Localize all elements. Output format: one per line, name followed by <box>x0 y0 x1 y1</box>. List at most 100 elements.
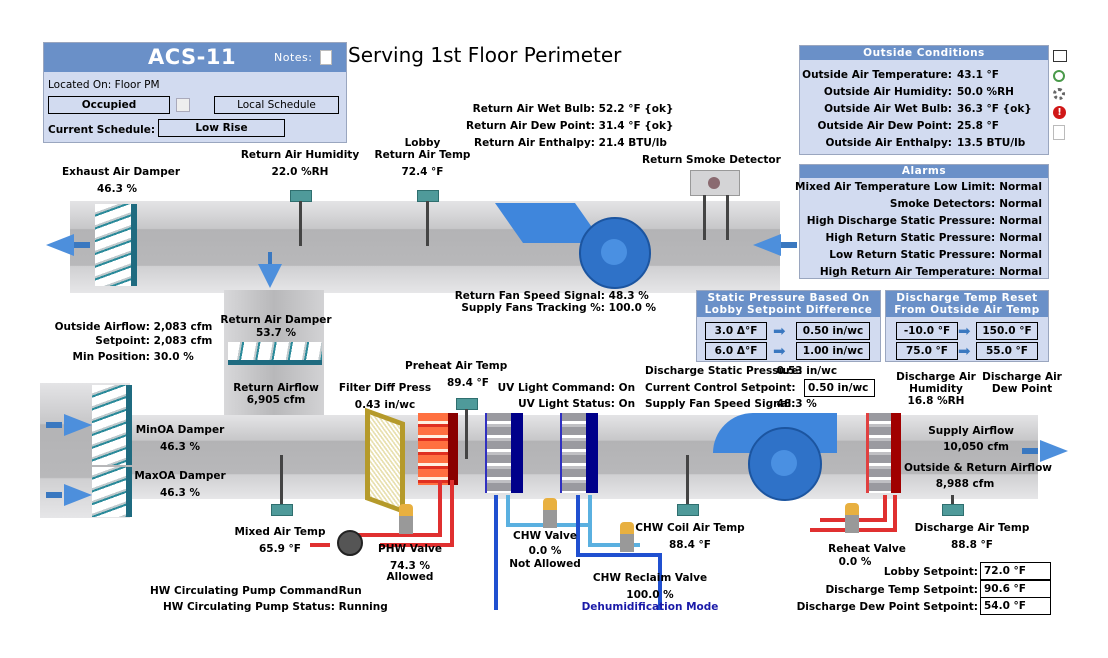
current-schedule-button[interactable]: Low Rise <box>158 119 285 137</box>
current-schedule-label: Current Schedule: <box>48 124 156 136</box>
temp-reset-to-2[interactable]: 55.0 °F <box>976 342 1038 360</box>
supply-airflow-label: Supply Airflow <box>928 425 1014 437</box>
min-position: Min Position: 30.0 % <box>72 351 194 363</box>
min-oa-damper-label: MinOA Damper <box>135 424 225 436</box>
supply-fan[interactable] <box>713 413 843 503</box>
temp-reset-title-2: From Outside Air Temp <box>894 304 1040 316</box>
return-inlet-arrow-icon <box>753 234 797 256</box>
return-wet-bulb: Return Air Wet Bulb: 52.2 °F {ok} <box>472 103 674 115</box>
static-reset-panel: Static Pressure Based On Lobby Setpoint … <box>696 290 881 362</box>
chw-coil[interactable] <box>485 413 523 493</box>
mixed-air-temp-sensor[interactable] <box>271 504 293 516</box>
gear-icon[interactable] <box>1053 88 1065 100</box>
return-airflow-value: 6,905 cfm <box>246 394 306 406</box>
da-temp-label: Discharge Air Temp <box>914 522 1030 534</box>
alarm-row: High Return Static Pressure:Normal <box>800 230 1048 247</box>
notes-icon[interactable] <box>320 50 332 65</box>
min-oa-inlet-arrow-icon <box>46 414 92 436</box>
alarm-label: High Discharge Static Pressure: <box>806 215 996 227</box>
reheat-valve[interactable] <box>845 503 859 533</box>
discharge-temp-setpoint-input[interactable]: 90.6 °F <box>980 580 1051 598</box>
preheat-coil[interactable] <box>418 413 458 485</box>
min-oa-damper[interactable] <box>92 385 132 465</box>
return-smoke-detector[interactable] <box>690 170 740 196</box>
return-fan[interactable] <box>494 203 655 289</box>
oc-row: Outside Air Enthalpy:13.5 BTU/lb <box>800 135 1048 152</box>
oa-ra-airflow-value: 8,988 cfm <box>935 478 995 490</box>
lobby-temp-value: 72.4 °F <box>401 166 444 178</box>
da-temp-value: 88.8 °F <box>951 539 993 551</box>
chw-valve-label: CHW Valve <box>513 530 577 542</box>
oc-value: 13.5 BTU/lb <box>957 137 1026 149</box>
sensor-rod <box>465 409 468 459</box>
return-damper-label: Return Air Damper <box>220 314 332 326</box>
return-enthalpy: Return Air Enthalpy: 21.4 BTU/lb <box>474 137 667 149</box>
recycle-icon[interactable] <box>1053 70 1065 82</box>
supply-fan-speed: Supply Fan Speed Signal: 48.3 % <box>645 398 817 410</box>
oa-ra-airflow-label: Outside & Return Airflow <box>904 462 1052 474</box>
schedule-mode-button[interactable]: Local Schedule <box>214 96 339 114</box>
static-reset-to-1[interactable]: 0.50 in/wc <box>796 322 870 340</box>
chw-coil-label: CHW Coil Air Temp <box>635 522 745 534</box>
chw-reclaim-valve[interactable] <box>620 522 634 552</box>
static-reset-from-1[interactable]: 3.0 Δ°F <box>705 322 767 340</box>
reheat-coil[interactable] <box>866 413 901 493</box>
page-title: Serving 1st Floor Perimeter <box>348 43 622 67</box>
discharge-static: Discharge Static Pressure: 0.53 in/wc <box>645 365 838 377</box>
alarm-value: Normal <box>999 198 1042 210</box>
unit-name: ACS-11 <box>148 45 237 69</box>
lobby-setpoint-input[interactable]: 72.0 °F <box>980 562 1051 580</box>
reheat-valve-label: Reheat Valve <box>828 543 906 555</box>
lobby-temp-label-1: Lobby <box>404 137 441 149</box>
control-setpoint-input[interactable]: 0.50 in/wc <box>804 379 875 397</box>
return-humidity-label: Return Air Humidity <box>240 149 360 161</box>
temp-reset-from-2[interactable]: 75.0 °F <box>896 342 958 360</box>
max-oa-inlet-arrow-icon <box>46 484 92 506</box>
max-oa-damper[interactable] <box>92 467 132 517</box>
notes-label: Notes: <box>274 51 313 64</box>
supply-airflow-value: 10,050 cfm <box>943 441 1009 453</box>
temp-reset-from-1[interactable]: -10.0 °F <box>896 322 958 340</box>
temp-reset-to-1[interactable]: 150.0 °F <box>976 322 1038 340</box>
discharge-air-temp-sensor[interactable] <box>942 504 964 516</box>
return-duct <box>70 201 780 293</box>
trend-icon[interactable] <box>176 98 190 112</box>
document-icon[interactable] <box>1053 125 1065 140</box>
building-icon[interactable] <box>1053 50 1067 62</box>
return-air-damper[interactable] <box>228 342 322 365</box>
chw-reclaim-coil[interactable] <box>560 413 598 493</box>
filter-value: 0.43 in/wc <box>354 399 416 411</box>
alarm-row: Mixed Air Temperature Low Limit:Normal <box>795 179 1048 196</box>
alert-icon[interactable]: ! <box>1053 106 1066 119</box>
alarm-value: Normal <box>999 181 1042 193</box>
discharge-dew-setpoint-label: Discharge Dew Point Setpoint: <box>796 601 978 613</box>
reclaim-valve-label: CHW Reclaim Valve <box>592 572 708 584</box>
exhaust-air-damper[interactable] <box>95 204 137 286</box>
phw-valve[interactable] <box>399 504 413 534</box>
min-oa-damper-value: 46.3 % <box>159 441 201 453</box>
sensor-rod <box>426 201 429 246</box>
alarm-label: High Return Air Temperature: <box>819 266 996 278</box>
smoke-detector-label: Return Smoke Detector <box>642 154 781 166</box>
hw-pump[interactable] <box>337 530 363 556</box>
alarm-value: Normal <box>999 232 1042 244</box>
return-humidity-value: 22.0 %RH <box>271 166 329 178</box>
discharge-temp-setpoint-label: Discharge Temp Setpoint: <box>825 584 978 596</box>
oc-row: Outside Air Temperature:43.1 °F <box>800 67 1048 84</box>
discharge-dew-setpoint-input[interactable]: 54.0 °F <box>980 597 1051 615</box>
sensor-rod <box>686 455 689 505</box>
alarm-row: High Return Air Temperature:Normal <box>800 264 1048 281</box>
static-reset-to-2[interactable]: 1.00 in/wc <box>796 342 870 360</box>
static-reset-from-2[interactable]: 6.0 Δ°F <box>705 342 767 360</box>
phw-valve-label: PHW Valve <box>378 543 442 555</box>
chw-coil-air-temp-sensor[interactable] <box>677 504 699 516</box>
outside-conditions-title: Outside Conditions <box>800 46 1048 60</box>
sensor-rod <box>951 495 954 505</box>
temp-reset-title-1: Discharge Temp Reset <box>896 292 1038 304</box>
arrow-right-icon: ➡ <box>958 342 971 360</box>
alarm-row: Smoke Detectors:Normal <box>800 196 1048 213</box>
alarm-row: Low Return Static Pressure:Normal <box>800 247 1048 264</box>
oc-row: Outside Air Dew Point:25.8 °F <box>800 118 1048 135</box>
chw-valve[interactable] <box>543 498 557 528</box>
occupancy-button[interactable]: Occupied <box>48 96 170 114</box>
